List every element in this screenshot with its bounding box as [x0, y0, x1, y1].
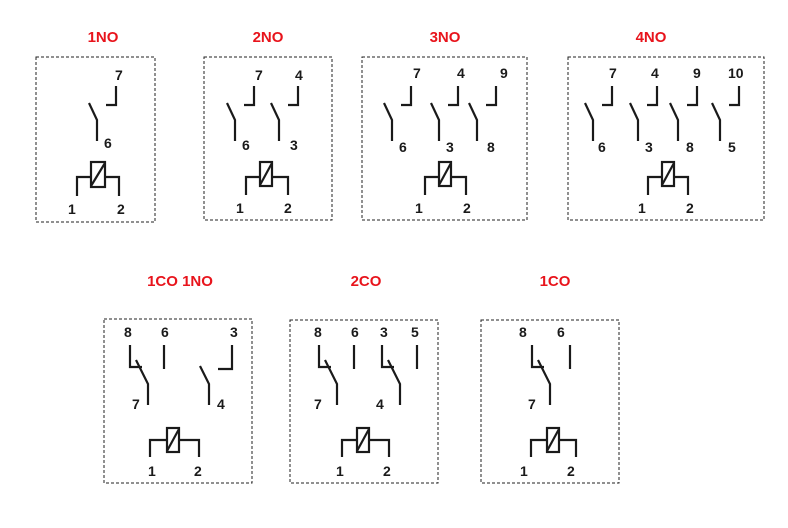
diagram-1no: 7 6 1 2 — [35, 56, 156, 223]
pin-label: 1 — [520, 463, 528, 479]
frame-1co — [480, 319, 620, 484]
pin-label: 8 — [314, 324, 322, 340]
pin-label: 4 — [217, 396, 225, 412]
frame-1co-1no — [103, 318, 253, 484]
co-contact-8-6-7: 8 6 7 — [124, 324, 169, 412]
pin-label: 2 — [383, 463, 391, 479]
coil-1-2: 1 2 — [336, 426, 391, 479]
coil-1-2: 1 2 — [148, 426, 202, 479]
pin-label: 4 — [457, 65, 465, 81]
no-contact-4-3: 3 4 — [199, 324, 238, 412]
no-contact-6-7: 7 6 — [584, 65, 617, 155]
pin-label: 6 — [557, 324, 565, 340]
title-3no: 3NO — [429, 29, 461, 46]
diagram-4no: 7 6 4 3 9 8 10 5 1 2 — [567, 56, 765, 221]
no-contact-5-10: 10 5 — [711, 65, 744, 155]
pin-label: 3 — [645, 139, 653, 155]
no-contact-6-7: 7 6 — [226, 67, 263, 153]
pin-label: 8 — [487, 139, 495, 155]
title-2no: 2NO — [252, 29, 284, 46]
pin-label: 7 — [609, 65, 617, 81]
title-1co-1no: 1CO 1NO — [147, 273, 213, 290]
pin-label: 7 — [314, 396, 322, 412]
pin-label: 5 — [728, 139, 736, 155]
pin-label: 1 — [415, 200, 423, 216]
diagram-1co: 8 6 7 1 2 — [480, 319, 620, 484]
pin-label: 7 — [413, 65, 421, 81]
title-1no: 1NO — [87, 29, 119, 46]
diagram-2no: 7 6 4 3 1 2 — [203, 56, 333, 221]
frame-3no — [361, 56, 528, 221]
frame-2no — [203, 56, 333, 221]
co-contact-8-6-7: 8 6 7 — [314, 324, 359, 412]
frame-4no — [567, 56, 765, 221]
co-contact-8-6-7: 8 6 7 — [519, 324, 572, 412]
pin-label: 6 — [351, 324, 359, 340]
pin-label: 1 — [336, 463, 344, 479]
pin-label: 1 — [68, 201, 76, 217]
co-contact-3-5-4: 3 5 4 — [376, 324, 419, 412]
pin-label: 7 — [132, 396, 140, 412]
title-1co: 1CO — [539, 273, 571, 290]
pin-label: 2 — [194, 463, 202, 479]
pin-label: 3 — [290, 137, 298, 153]
diagram-3no: 7 6 4 3 9 8 1 2 — [361, 56, 528, 221]
pin-label: 1 — [236, 200, 244, 216]
frame-1no — [35, 56, 156, 223]
pin-label: 1 — [638, 200, 646, 216]
coil-1-2: 1 2 — [68, 160, 125, 217]
pin-label: 2 — [463, 200, 471, 216]
pin-label: 10 — [728, 65, 744, 81]
pin-label: 8 — [686, 139, 694, 155]
pin-label: 9 — [693, 65, 701, 81]
title-4no: 4NO — [635, 29, 667, 46]
coil-1-2: 1 2 — [520, 426, 578, 479]
pin-label: 6 — [161, 324, 169, 340]
pin-label: 2 — [117, 201, 125, 217]
pin-label: 5 — [411, 324, 419, 340]
pin-label: 6 — [598, 139, 606, 155]
pin-label: 4 — [376, 396, 384, 412]
no-contact-8-9: 9 8 — [468, 65, 508, 155]
no-contact-3-4: 4 3 — [430, 65, 465, 155]
title-2co: 2CO — [350, 273, 382, 290]
pin-label: 7 — [528, 396, 536, 412]
frame-2co — [289, 319, 439, 484]
diagram-1co-1no: 8 6 7 3 4 1 2 — [103, 318, 253, 484]
pin-label: 3 — [230, 324, 238, 340]
pin-label: 3 — [446, 139, 454, 155]
diagram-2co: 8 6 7 3 5 4 1 2 — [289, 319, 439, 484]
pin-label: 4 — [295, 67, 303, 83]
pin-label: 7 — [115, 67, 123, 83]
coil-1-2: 1 2 — [415, 160, 471, 216]
pin-label: 8 — [519, 324, 527, 340]
pin-label: 9 — [500, 65, 508, 81]
no-contact-6-7: 7 6 — [88, 67, 123, 151]
pin-label: 6 — [399, 139, 407, 155]
no-contact-6-7: 7 6 — [383, 65, 421, 155]
no-contact-3-4: 4 3 — [629, 65, 659, 155]
pin-label: 6 — [104, 135, 112, 151]
coil-1-2: 1 2 — [638, 160, 694, 216]
pin-label: 4 — [651, 65, 659, 81]
pin-label: 2 — [284, 200, 292, 216]
no-contact-8-9: 9 8 — [669, 65, 701, 155]
coil-1-2: 1 2 — [236, 160, 292, 216]
pin-label: 3 — [380, 324, 388, 340]
pin-label: 7 — [255, 67, 263, 83]
pin-label: 6 — [242, 137, 250, 153]
pin-label: 2 — [567, 463, 575, 479]
pin-label: 1 — [148, 463, 156, 479]
no-contact-3-4: 4 3 — [270, 67, 303, 153]
pin-label: 8 — [124, 324, 132, 340]
pin-label: 2 — [686, 200, 694, 216]
